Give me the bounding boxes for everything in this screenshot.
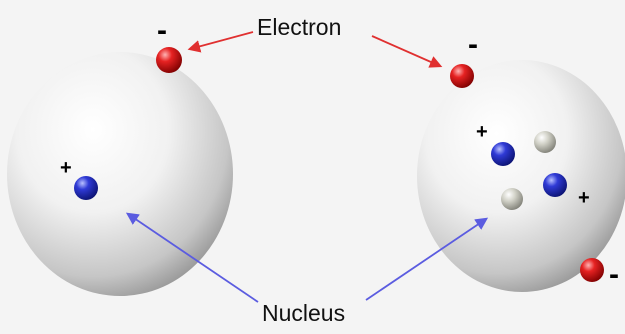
helium-electron-cloud bbox=[417, 60, 625, 292]
nucleus-arrow-right bbox=[365, 217, 489, 301]
electron-label: Electron bbox=[257, 14, 342, 40]
helium-electron-charge: - bbox=[468, 28, 478, 61]
electron-arrow-left bbox=[187, 31, 254, 53]
helium-electron-charge: - bbox=[609, 258, 619, 291]
helium-proton-charge: + bbox=[578, 187, 590, 209]
helium-neutron bbox=[534, 131, 556, 153]
helium-neutron bbox=[501, 188, 523, 210]
helium-electron bbox=[580, 258, 604, 282]
hydrogen-electron-cloud bbox=[7, 52, 233, 296]
nucleus-arrow-left bbox=[125, 212, 259, 303]
helium-proton bbox=[543, 173, 567, 197]
helium-proton-charge: + bbox=[476, 121, 488, 143]
hydrogen-proton bbox=[74, 176, 98, 200]
nucleus-label: Nucleus bbox=[262, 300, 346, 326]
hydrogen-electron-charge: - bbox=[157, 14, 167, 47]
helium-proton bbox=[491, 142, 515, 166]
hydrogen-proton-charge: + bbox=[60, 157, 72, 179]
helium-electron bbox=[450, 64, 474, 88]
helium-atom bbox=[417, 60, 625, 292]
hydrogen-atom bbox=[7, 47, 233, 296]
electron-arrow-right bbox=[371, 35, 443, 68]
hydrogen-electron bbox=[156, 47, 182, 73]
